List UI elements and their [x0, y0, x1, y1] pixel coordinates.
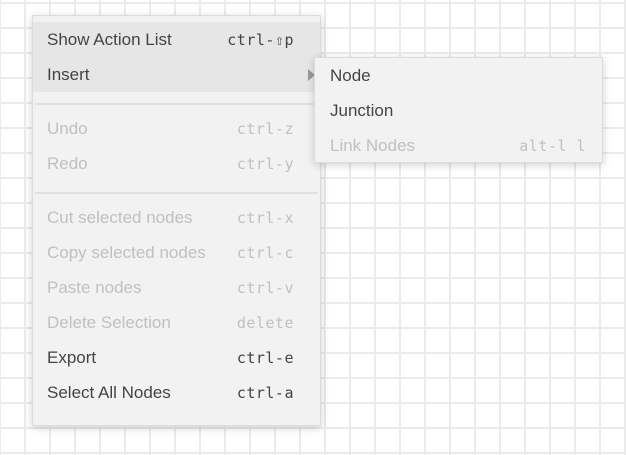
menu-item-label: Link Nodes: [330, 135, 416, 155]
submenu-item-link-nodes[interactable]: Link Nodes alt-l l: [315, 128, 602, 163]
menu-item-label: Paste nodes: [47, 277, 142, 297]
menu-item-label: Redo: [47, 153, 88, 173]
menu-item-label: Cut selected nodes: [47, 207, 193, 227]
context-menu: Show Action List ctrl-⇧p Insert Undo ctr…: [32, 15, 321, 426]
menu-item-label: Export: [47, 347, 97, 367]
menu-item-delete-selection[interactable]: Delete Selection delete: [33, 305, 320, 340]
menu-item-shortcut: ctrl-e: [236, 348, 294, 367]
menu-item-label: Delete Selection: [47, 312, 171, 332]
submenu-item-node[interactable]: Node: [315, 58, 602, 93]
menu-item-shortcut: alt-l l: [519, 136, 586, 155]
menu-item-label: Undo: [47, 118, 88, 138]
menu-item-label: Select All Nodes: [47, 382, 171, 402]
menu-item-shortcut: ctrl-y: [236, 154, 294, 173]
menu-item-label: Copy selected nodes: [47, 242, 206, 262]
menu-item-shortcut: delete: [236, 313, 294, 332]
menu-item-label: Insert: [47, 64, 90, 84]
menu-item-shortcut: ctrl-a: [236, 383, 294, 402]
menu-item-label: Node: [330, 65, 371, 85]
insert-submenu: Node Junction Link Nodes alt-l l: [314, 57, 603, 163]
menu-item-copy[interactable]: Copy selected nodes ctrl-c: [33, 235, 320, 270]
menu-item-label: Show Action List: [47, 29, 172, 49]
menu-item-select-all-nodes[interactable]: Select All Nodes ctrl-a: [33, 375, 320, 410]
menu-item-label: Junction: [330, 100, 394, 120]
menu-item-redo[interactable]: Redo ctrl-y: [33, 146, 320, 181]
menu-item-undo[interactable]: Undo ctrl-z: [33, 111, 320, 146]
menu-item-cut[interactable]: Cut selected nodes ctrl-x: [33, 200, 320, 235]
menu-separator: [35, 192, 318, 194]
menu-item-shortcut: ctrl-v: [236, 278, 294, 297]
menu-item-paste[interactable]: Paste nodes ctrl-v: [33, 270, 320, 305]
menu-item-shortcut: ctrl-z: [236, 119, 294, 138]
menu-item-show-action-list[interactable]: Show Action List ctrl-⇧p: [33, 22, 320, 57]
submenu-arrow-icon: [308, 69, 315, 81]
menu-separator: [35, 103, 318, 105]
submenu-item-junction[interactable]: Junction: [315, 93, 602, 128]
menu-item-shortcut: ctrl-c: [236, 243, 294, 262]
menu-item-export[interactable]: Export ctrl-e: [33, 340, 320, 375]
menu-item-shortcut: ctrl-x: [236, 208, 294, 227]
menu-item-shortcut: ctrl-⇧p: [227, 30, 294, 49]
menu-item-insert[interactable]: Insert: [33, 57, 320, 92]
